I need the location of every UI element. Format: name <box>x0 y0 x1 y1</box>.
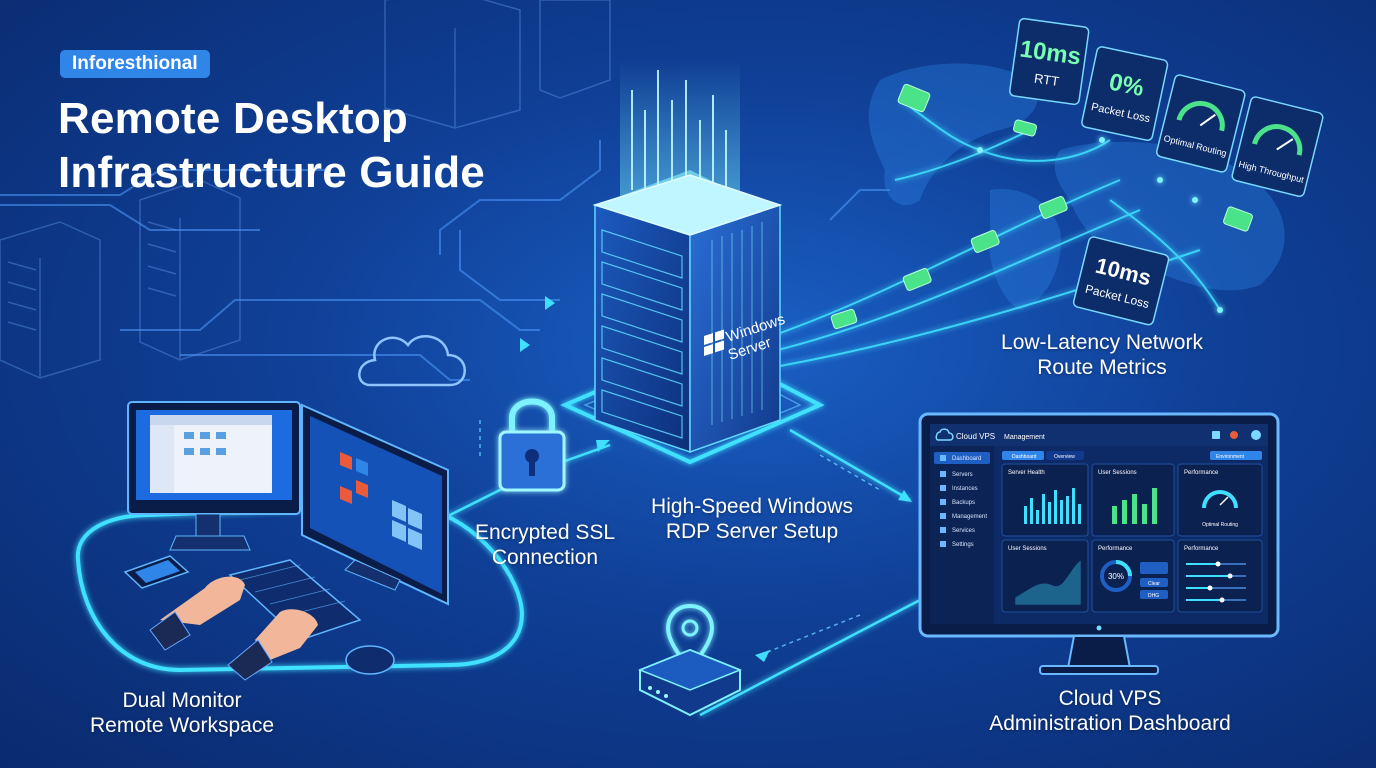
ssl-label-line2: Connection <box>491 546 599 569</box>
page-title-line2: Infrastructure Guide <box>58 148 485 197</box>
gauge-icon <box>1176 100 1225 132</box>
gauge-icon <box>1252 124 1303 156</box>
windows-server-tower: Windows Server <box>592 174 787 454</box>
gauge-icon <box>1202 490 1238 509</box>
dashboard-header-title: Management <box>1004 434 1045 441</box>
cloud-icon <box>358 335 466 387</box>
user-sessions-line <box>1015 560 1081 605</box>
map-metric-card: 10ms Packet Loss <box>1072 236 1170 326</box>
mouse <box>345 645 395 675</box>
widget-performance-2-title: Performance <box>1098 546 1133 552</box>
ssl-label-line1: Encrypted SSL <box>474 521 616 544</box>
nav-item-backups: Backups <box>952 500 975 506</box>
network-label-line2: Route Metrics <box>1037 356 1167 379</box>
server-label-line1: High-Speed Windows <box>651 495 853 518</box>
network-label-line1: Low-Latency Network <box>1001 331 1203 354</box>
clear-button: Clear <box>1148 581 1160 587</box>
category-badge: Inforesthional <box>60 50 210 78</box>
percent-value: 30% <box>1108 572 1124 581</box>
workspace-platform <box>75 502 524 673</box>
background-racks <box>0 0 611 379</box>
dashboard-brand: Cloud VPS <box>956 432 995 441</box>
nav-item-settings: Settings <box>952 542 974 548</box>
rack-left <box>0 221 101 379</box>
dashboard-label-line2: Administration Dashboard <box>989 712 1231 735</box>
rack-left-2 <box>139 179 241 361</box>
dashed-arrows <box>479 420 881 656</box>
rtt-card: 10ms RTT <box>1009 17 1090 106</box>
circuit-lines <box>0 140 890 381</box>
widget-performance-title: Performance <box>1184 470 1219 476</box>
tab-environment: Environment <box>1216 454 1245 460</box>
cloud-icon <box>935 428 954 441</box>
windows-logo-icon <box>704 329 724 356</box>
tab-overview: Overview <box>1054 454 1075 460</box>
tab-dashboard: Dashboard <box>1012 454 1037 460</box>
workspace-label-line1: Dual Monitor <box>122 689 242 712</box>
workspace-label-line2: Remote Workspace <box>89 714 275 737</box>
nav-item-instances: Instances <box>952 486 978 492</box>
server-health-bars <box>1024 488 1081 524</box>
phone <box>123 555 190 589</box>
widget-performance-3-title: Performance <box>1184 546 1219 552</box>
hands <box>149 576 318 681</box>
nav-item-services: Services <box>952 528 975 534</box>
gauge-caption: Optimal Routing <box>1202 522 1238 528</box>
nav-item-management: Management <box>952 514 987 520</box>
arrow-heads <box>520 296 912 662</box>
lock-icon <box>498 398 566 492</box>
widget-user-sessions-2-title: User Sessions <box>1008 546 1047 552</box>
rack-top <box>384 0 611 129</box>
widget-server-health-title: Server Health <box>1008 470 1045 476</box>
left-monitor <box>127 401 301 551</box>
user-sessions-bars <box>1112 488 1157 524</box>
dashboard-monitor: Cloud VPS Management Dashboard Servers I… <box>918 412 1280 675</box>
high-throughput-card: High Throughput <box>1231 96 1324 198</box>
server-label-line2: RDP Server Setup <box>665 520 839 543</box>
metric-cards: 10ms RTT 0% Packet Loss Optimal Routing … <box>1009 17 1324 326</box>
server-label: High-Speed Windows RDP Server Setup <box>622 494 882 544</box>
performance-sliders <box>1186 563 1230 601</box>
rtt-label: RTT <box>1033 71 1060 89</box>
nav-item-servers: Servers <box>952 472 973 478</box>
page-title-line1: Remote Desktop <box>58 94 408 143</box>
router-icon <box>637 648 743 717</box>
ssl-label: Encrypted SSL Connection <box>460 520 630 570</box>
network-label: Low-Latency Network Route Metrics <box>970 330 1234 380</box>
right-monitor <box>301 403 449 606</box>
dashboard-label: Cloud VPS Administration Dashboard <box>960 686 1260 736</box>
workspace-label: Dual Monitor Remote Workspace <box>62 688 302 738</box>
dashboard-label-line1: Cloud VPS <box>1058 687 1162 710</box>
dhg-button: DHG <box>1148 593 1159 599</box>
route-packets <box>830 83 1253 330</box>
widget-user-sessions-title: User Sessions <box>1098 470 1137 476</box>
optimal-routing-card: Optimal Routing <box>1155 74 1246 173</box>
page-title: Remote Desktop Infrastructure Guide <box>58 92 485 200</box>
packet-loss-card: 0% Packet Loss <box>1081 46 1169 141</box>
nav-item-dashboard: Dashboard <box>952 456 981 462</box>
